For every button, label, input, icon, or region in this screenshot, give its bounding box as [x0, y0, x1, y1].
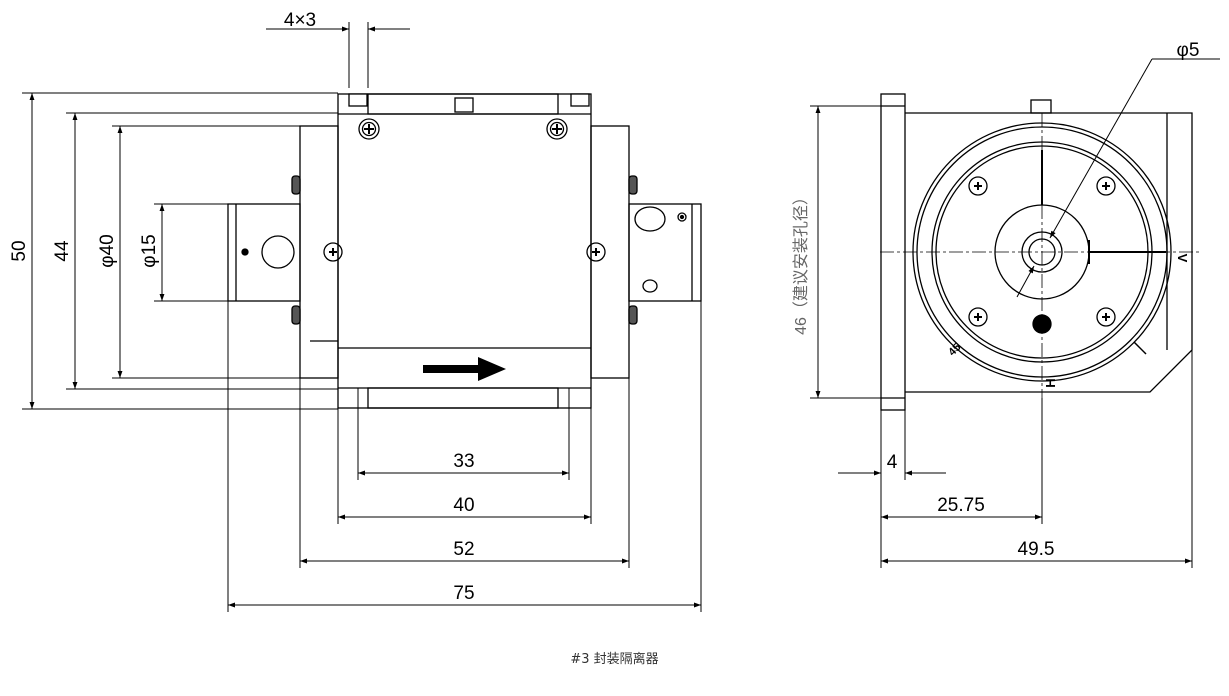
right-port-tube — [628, 203, 702, 302]
left-port-hole — [261, 235, 295, 269]
dim-49-5-label: 49.5 — [1018, 539, 1055, 560]
front-centerlines — [880, 113, 1200, 398]
screw-mid-right — [586, 242, 606, 262]
dim-d5-label: φ5 — [1177, 40, 1200, 61]
dim-4-label: 4 — [887, 452, 898, 473]
dim-52-label: 52 — [453, 539, 474, 560]
dim-50-label: 50 — [9, 240, 30, 261]
dim-46-note-label: 46（建议安装孔径） — [792, 189, 810, 335]
front-screw-tl — [968, 176, 988, 196]
dim-d40-label: φ40 — [97, 234, 118, 267]
polarization-mark-45: 45 — [946, 341, 963, 358]
dim-25-75-label: 25.75 — [937, 495, 985, 516]
screw-mid-left — [323, 242, 343, 262]
right-port-hole — [634, 206, 666, 232]
side-view-dimensions — [22, 22, 702, 612]
dim-33-label: 33 — [453, 451, 474, 472]
screw-top-left — [358, 118, 380, 140]
dim-40-label: 40 — [453, 495, 474, 516]
isolator-body — [337, 93, 592, 409]
front-screw-tr — [1096, 176, 1116, 196]
front-screw-br — [1096, 307, 1116, 327]
screw-top-right — [546, 118, 568, 140]
dim-d15-label: φ15 — [139, 234, 160, 267]
front-screw-bl — [968, 307, 988, 327]
polarization-mark-h: H — [1043, 378, 1058, 387]
dim-4x3-label: 4×3 — [284, 10, 316, 31]
left-port-tube — [227, 203, 301, 302]
dim-44-label: 44 — [52, 240, 73, 262]
figure-caption: #3 封装隔离器 — [570, 652, 659, 667]
side-view — [227, 93, 702, 409]
dim-75-label: 75 — [453, 583, 474, 604]
polarization-mark-v: V — [1175, 254, 1190, 263]
direction-arrow — [423, 357, 506, 381]
front-view-dimensions — [810, 58, 1220, 568]
